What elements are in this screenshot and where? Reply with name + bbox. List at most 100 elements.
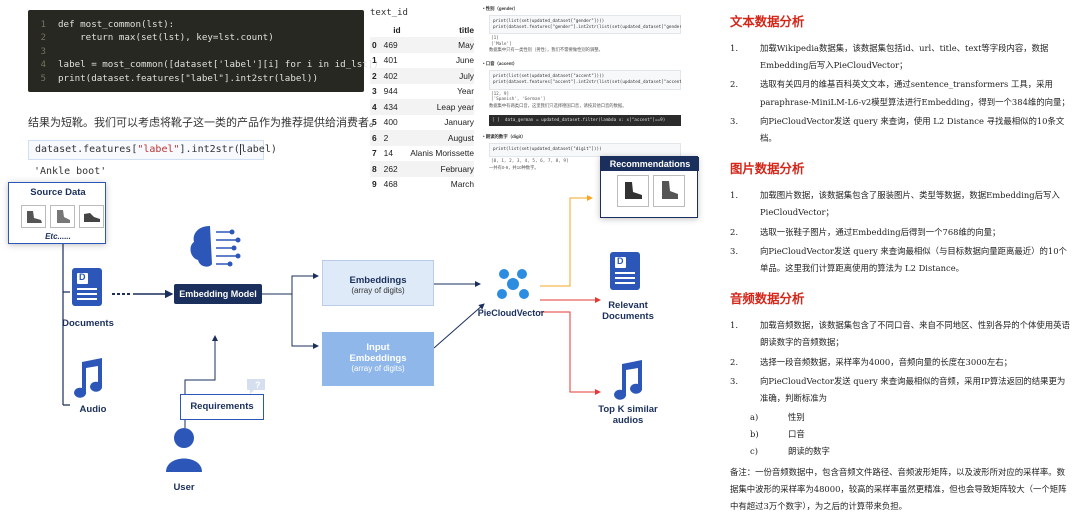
nb-output: [1] ['Male']	[491, 36, 512, 47]
code-text: print(dataset.features["label"].int2str(…	[58, 72, 318, 84]
nb-code-cell[interactable]: print(list(set(updated_dataset["digit"])…	[489, 143, 681, 157]
nb-output: [0, 1, 2, 3, 4, 5, 6, 7, 8, 9]	[491, 158, 569, 164]
list-text: 向PieCloudVector发送 query 来查询最相似的音频，采用IP算法…	[760, 375, 1066, 404]
list-item: 3. 向PieCloudVector发送 query 来查询最相似的音频，采用IP…	[722, 373, 1072, 407]
nb-code-cell[interactable]: [ ] data_german = updated_dataset.filter…	[489, 114, 681, 127]
user-label: User	[173, 482, 195, 493]
expr-end: abel)	[246, 144, 277, 155]
recommendations-card: Recommendations	[600, 156, 699, 218]
list-text: 向PieCloudVector发送 query 来查询最相似（与目标数据向量距离…	[760, 245, 1067, 274]
criteria-text: 口音	[788, 429, 805, 440]
table-cell: 2	[372, 70, 377, 81]
boot-image	[50, 205, 75, 228]
image-analysis-heading: 图片数据分析	[730, 161, 805, 177]
table-cell: 944	[383, 86, 398, 97]
table-cell: 262	[383, 163, 398, 174]
table-cell: June	[455, 55, 474, 66]
text-analysis-heading: 文本数据分析	[730, 14, 805, 29]
audio-note: 备注：一份音频数据中，包含音频文件路径、音频波形矩阵，以及波形所对应的采样率。数…	[730, 467, 1067, 512]
list-number: 2.	[730, 356, 738, 367]
brain-circuit-icon	[190, 226, 241, 267]
requirements-bubble: Requirements	[180, 394, 264, 420]
table-cell: August	[447, 132, 474, 143]
list-item: 3.向PieCloudVector发送 query 来查询，使用 L2 Dist…	[722, 113, 1072, 147]
nb-section-gender: • 性别（gender）	[483, 6, 518, 11]
criteria-letter: c)	[750, 446, 758, 457]
nb-text: 数据集中只有一类性别（男性），我们不需要做性别的调整。	[489, 47, 603, 53]
architecture-diagram: Source Data Etc...... D Documents Audio …	[0, 156, 720, 498]
list-item: 1.加载Wikipedia数据集，该数据集包括id、url、title、text…	[722, 40, 1072, 74]
nb-code-cell[interactable]: print(list(set(updated_dataset["gender"]…	[489, 15, 681, 35]
boot-icon	[26, 210, 42, 223]
line-number: 2	[40, 32, 46, 44]
criteria-text: 朗读的数字	[788, 446, 830, 457]
nb-text: 数据集中有两类口音，这里我们只选择德国口音，请按其他口音的数据。	[489, 102, 627, 108]
image-analysis-list: 1. 加载图片数据，该数据集包含了服装图片、类型等数据，数据Embedding后写…	[722, 187, 1072, 277]
line-number: 3	[40, 45, 46, 57]
list-text: 选取有关四月的维基百科英文文本，通过sentence_transformers …	[760, 79, 1070, 107]
arrow-audios	[540, 311, 601, 395]
code-line: 2 return max(set(lst), key=lst.count)	[28, 31, 364, 44]
question-bubble-icon: ?	[247, 379, 265, 394]
embeddings-sub: (array of digits)	[351, 286, 405, 295]
table-cell: Leap year	[436, 101, 474, 112]
list-item: 2.选择一段音频数据，采样率为4000，音频向量的长度在3000左右；	[722, 354, 1072, 371]
music-note-icon	[614, 360, 643, 400]
audio-analysis-list: 1. 加载音频数据，该数据集包含了不同口音、来自不同地区、性别各异的个体使用英语朗…	[722, 317, 1072, 407]
documents-label: Documents	[62, 318, 114, 329]
list-text: 加载图片数据，该数据集包含了服装图片、类型等数据，数据Embedding后写入P…	[760, 190, 1060, 218]
list-number: 1.	[730, 43, 738, 53]
document-icon: D	[72, 268, 102, 306]
table-cell: February	[440, 163, 474, 174]
embeddings-box: Embeddings (array of digits)	[322, 260, 434, 306]
expression-cell[interactable]: dataset.features["label"].int2str(label)	[28, 140, 277, 160]
table-cell: 401	[383, 55, 398, 66]
criteria-item: b)口音	[722, 426, 1072, 443]
audio-label: Audio	[79, 404, 107, 415]
topk-audios-label: Top K similar audios	[598, 404, 658, 426]
line-number: 1	[40, 19, 46, 30]
nb-output: [12, 9] ['Spanish', 'German']	[491, 91, 546, 103]
piecloud-label: PieCloudVector	[477, 308, 545, 318]
list-text: 加载音频数据，该数据集包含了不同口音、来自不同地区、性别各异的个体使用英语朗读数…	[760, 320, 1070, 348]
table-cell: 4	[372, 101, 377, 112]
list-number: 1.	[730, 190, 738, 201]
code-line: 3	[28, 45, 364, 58]
list-number: 3.	[730, 245, 738, 256]
criteria-letter: a)	[750, 412, 759, 423]
code-text: label = most_common([dataset['label'][i]…	[58, 59, 379, 71]
input-embeddings-sub: (array of digits)	[351, 364, 405, 373]
music-note-icon	[74, 358, 103, 398]
list-number: 2.	[730, 79, 738, 90]
code-text: return max(set(lst), key=lst.count)	[58, 32, 274, 44]
list-item: 1. 加载音频数据，该数据集包含了不同口音、来自不同地区、性别各异的个体使用英语朗…	[722, 317, 1072, 351]
list-number: 3.	[730, 375, 738, 386]
table-cell: 14	[383, 148, 393, 159]
dataframe-name: text_id	[370, 8, 408, 18]
table-cell: 8	[372, 163, 377, 174]
table-row: 8 262 February	[370, 161, 474, 177]
arrow-recommendations	[540, 195, 593, 287]
column-header: title	[459, 24, 474, 35]
list-text: 选取一张鞋子图片，通过Embedding后得到一个768维的向量；	[760, 226, 1001, 237]
table-cell: 434	[383, 101, 398, 112]
etc-label: Etc......	[45, 232, 71, 241]
embedding-model-box: Embedding Model	[174, 284, 262, 304]
table-cell: Year	[457, 86, 474, 97]
nb-code-cell[interactable]: print(list(set(updated_dataset["accent"]…	[489, 70, 681, 90]
list-text: 向PieCloudVector发送 query 来查询，使用 L2 Distan…	[760, 115, 1065, 144]
table-cell: 402	[383, 70, 398, 81]
expression-output: 'Ankle boot'	[34, 166, 107, 177]
table-cell: 9	[372, 179, 377, 190]
list-number: 1.	[730, 320, 738, 331]
table-cell: January	[444, 117, 474, 128]
